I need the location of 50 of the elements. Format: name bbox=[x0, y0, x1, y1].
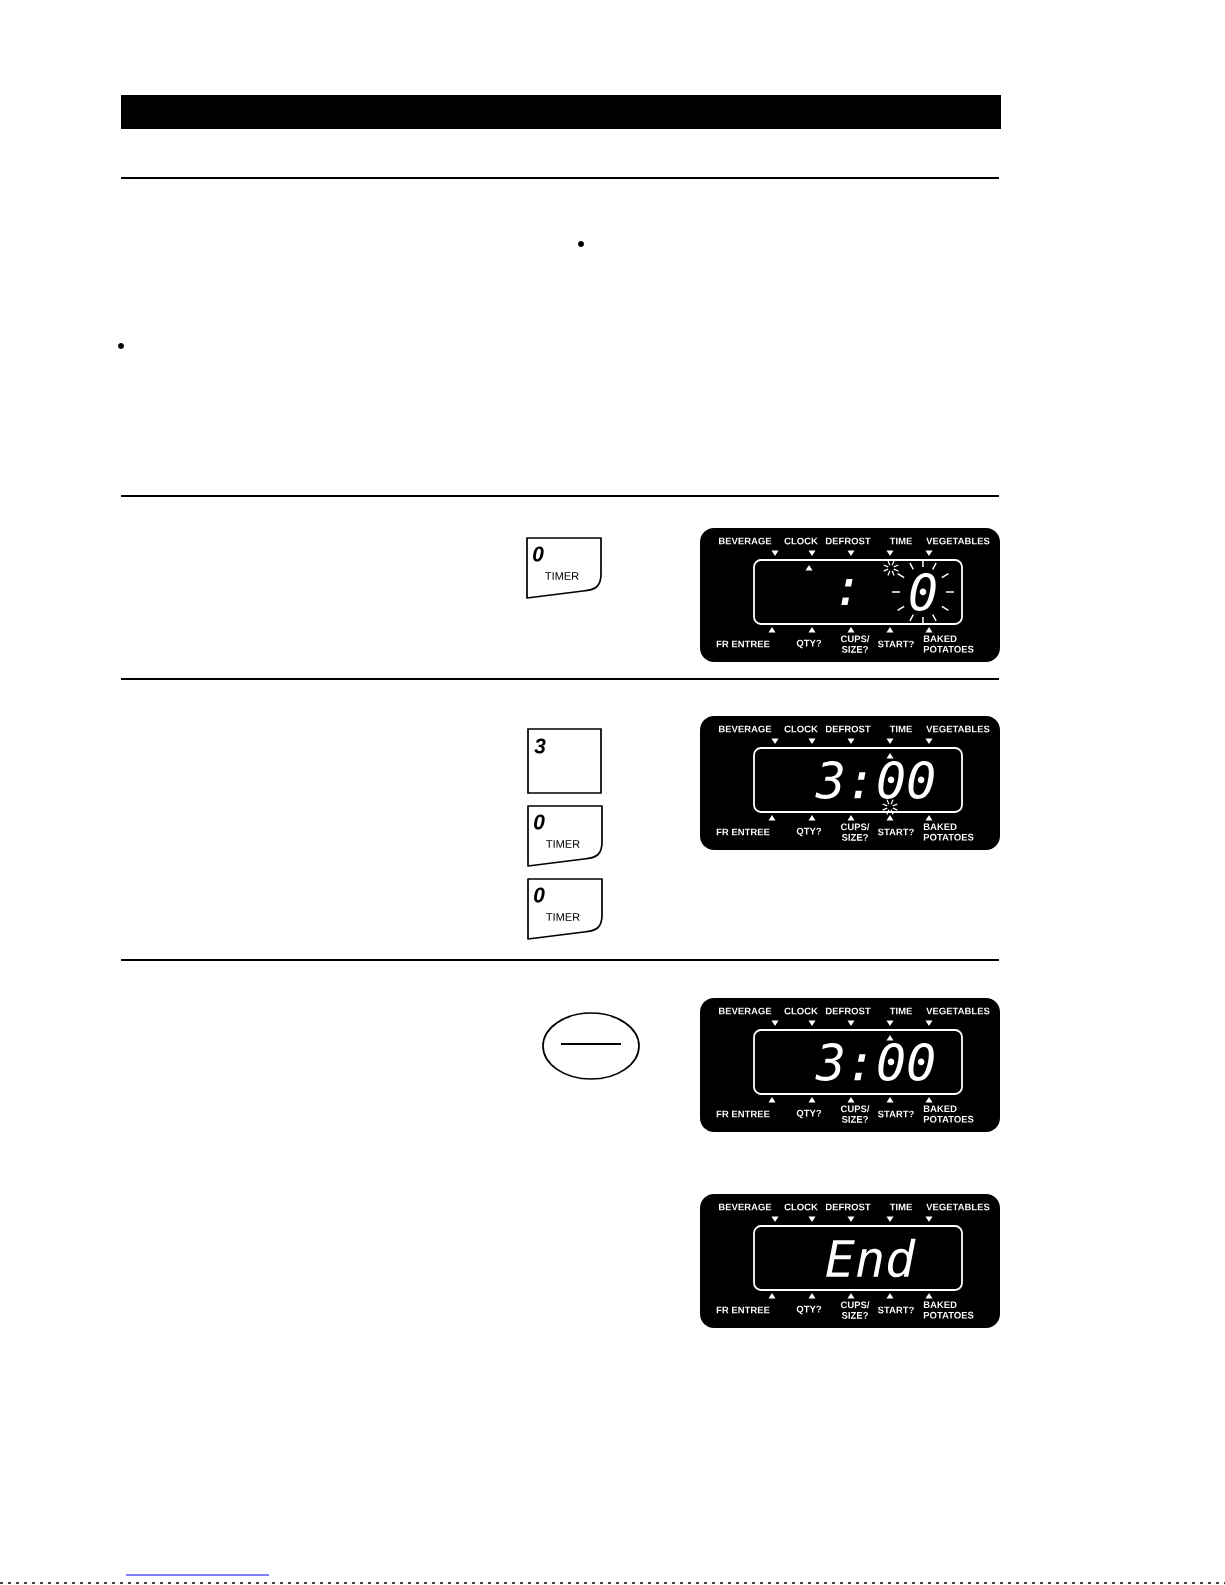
display-label: START? bbox=[877, 1306, 914, 1314]
display-label: START? bbox=[877, 1110, 914, 1118]
display-label: BEVERAGE bbox=[719, 1007, 772, 1015]
display-label: CUPS/ SIZE? bbox=[840, 1105, 870, 1123]
display-digits: 3:00 bbox=[815, 1043, 934, 1081]
display-label: DEFROST bbox=[825, 1007, 871, 1015]
display-label: BAKED POTATOES bbox=[923, 1301, 974, 1319]
display-label: QTY? bbox=[796, 827, 822, 837]
display-label: DEFROST bbox=[825, 537, 871, 545]
display-label: QTY? bbox=[796, 1305, 822, 1315]
display-label: START? bbox=[877, 828, 914, 836]
display-label: FR ENTREE bbox=[716, 1110, 770, 1118]
display-label: CLOCK bbox=[784, 537, 818, 545]
display-label: BAKED POTATOES bbox=[923, 635, 974, 653]
display-label: FR ENTREE bbox=[716, 828, 770, 836]
display-label: CUPS/ SIZE? bbox=[840, 1301, 870, 1319]
display-label: VEGETABLES bbox=[926, 1007, 990, 1015]
display-label: CUPS/ SIZE? bbox=[840, 635, 870, 653]
oval-button bbox=[542, 1012, 640, 1080]
display-label: BEVERAGE bbox=[719, 725, 772, 733]
display-label: CLOCK bbox=[784, 1203, 818, 1211]
display-label: CLOCK bbox=[784, 1007, 818, 1015]
display-label: BAKED POTATOES bbox=[923, 823, 974, 841]
display-label: BEVERAGE bbox=[719, 537, 772, 545]
display-label: TIME bbox=[889, 1007, 912, 1015]
key-button: 0 TIMER bbox=[527, 805, 603, 867]
key-button: 0 TIMER bbox=[526, 537, 602, 599]
display-label: CLOCK bbox=[784, 725, 818, 733]
display-label: DEFROST bbox=[825, 1203, 871, 1211]
display-digits: End bbox=[826, 1238, 916, 1278]
display-digits: 0 bbox=[910, 573, 936, 611]
display-label: VEGETABLES bbox=[926, 1203, 990, 1211]
display-digits: 3:00 bbox=[815, 761, 934, 799]
display-label: START? bbox=[877, 640, 914, 648]
display-label: FR ENTREE bbox=[716, 640, 770, 648]
display-label: VEGETABLES bbox=[926, 537, 990, 545]
key-button: 3 bbox=[527, 728, 602, 794]
display-label: QTY? bbox=[796, 639, 822, 649]
display-label: DEFROST bbox=[825, 725, 871, 733]
display-label: CUPS/ SIZE? bbox=[840, 823, 870, 841]
display-label: BAKED POTATOES bbox=[923, 1105, 974, 1123]
display-label: TIME bbox=[889, 725, 912, 733]
display-label: TIME bbox=[889, 537, 912, 545]
display-label: VEGETABLES bbox=[926, 725, 990, 733]
display-digits: : bbox=[841, 579, 853, 605]
display-label: QTY? bbox=[796, 1109, 822, 1119]
display-label: TIME bbox=[889, 1203, 912, 1211]
display-label: FR ENTREE bbox=[716, 1306, 770, 1314]
key-button: 0 TIMER bbox=[527, 878, 603, 940]
display-label: BEVERAGE bbox=[719, 1203, 772, 1211]
